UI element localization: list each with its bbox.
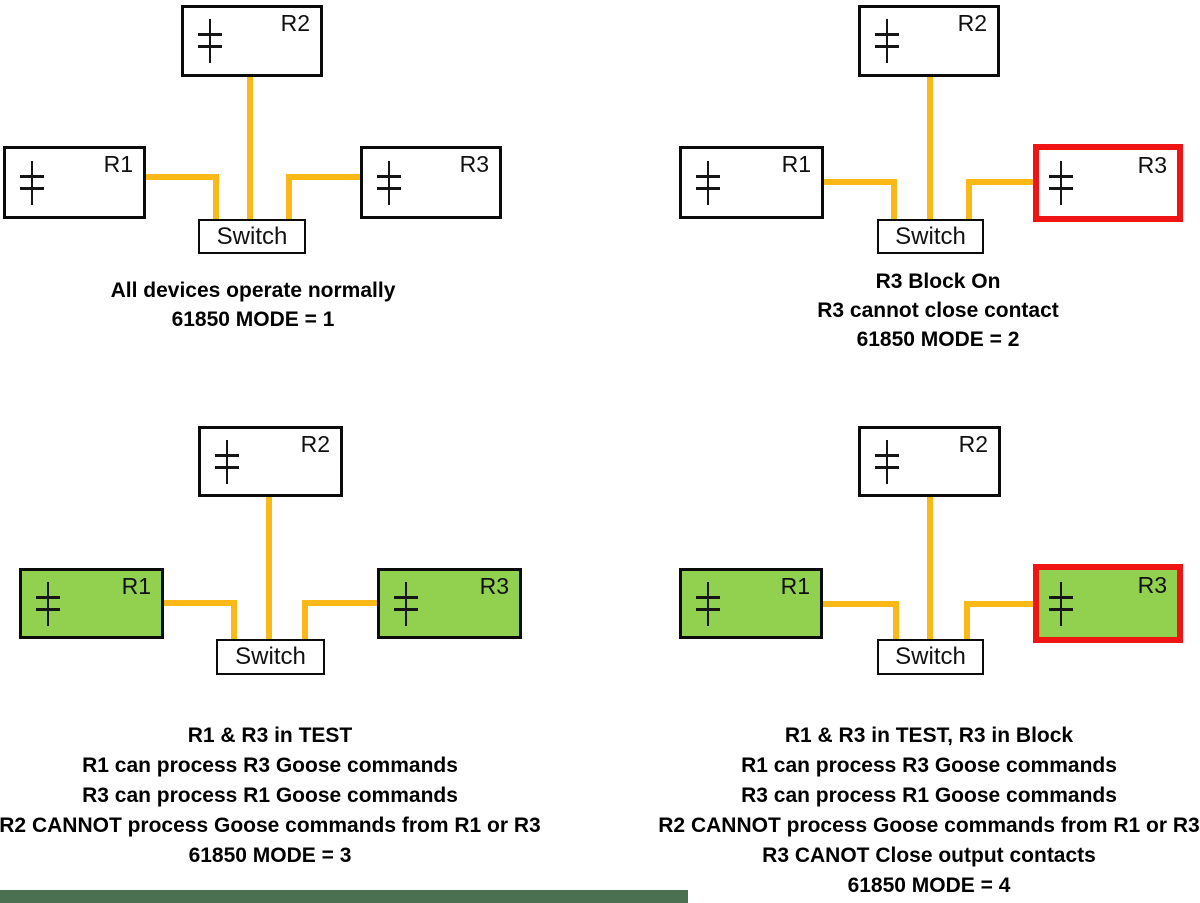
switch-box: Switch: [877, 639, 984, 675]
device-box-r1-test: R1: [679, 568, 823, 639]
device-box-r2: R2: [858, 5, 1000, 77]
wire-r3-switch-h: [286, 174, 362, 180]
caption-line: R3 CANOT Close output contacts: [762, 844, 1096, 867]
caption-line: R1 can process R3 Goose commands: [82, 754, 458, 777]
panel-caption: R1 & R3 in TEST, R3 in Block R1 can proc…: [658, 721, 1199, 901]
panel-caption: R3 Block On R3 cannot close contact 6185…: [817, 267, 1059, 354]
capacitor-icon: [198, 19, 222, 63]
wire-r1-switch-h: [822, 179, 897, 185]
device-label-r3: R3: [1137, 572, 1167, 598]
device-box-r2: R2: [198, 426, 343, 497]
wire-r2-switch: [927, 495, 933, 641]
capacitor-icon: [215, 439, 239, 484]
caption-line: R1 & R3 in TEST: [187, 724, 353, 747]
device-label-r1: R1: [103, 151, 133, 177]
wire-r1-switch-v: [213, 174, 219, 221]
wire-r1-switch-h: [821, 601, 899, 607]
capacitor-icon: [1049, 581, 1073, 626]
device-label-r2: R2: [280, 10, 310, 36]
caption-line: R3 can process R1 Goose commands: [82, 784, 458, 807]
device-box-r2: R2: [181, 5, 323, 77]
wire-r1-switch-v: [893, 601, 899, 641]
panel-caption: R1 & R3 in TEST R1 can process R3 Goose …: [0, 721, 541, 871]
caption-line: All devices operate normally: [110, 279, 396, 302]
wire-r3-switch-v: [964, 601, 970, 641]
caption-line: 61850 MODE = 4: [847, 874, 1011, 897]
wire-r1-switch-v: [231, 600, 237, 641]
wire-r3-switch-v: [302, 600, 308, 641]
switch-box: Switch: [198, 219, 306, 254]
wire-r1-switch-v: [891, 179, 897, 221]
device-box-r3: R3: [360, 146, 502, 219]
device-box-r2: R2: [858, 426, 1001, 497]
device-label-r1: R1: [780, 573, 810, 599]
switch-box: Switch: [877, 219, 984, 254]
device-box-r3-blocked: R3: [1033, 144, 1183, 222]
device-label-r3: R3: [479, 573, 509, 599]
capacitor-icon: [394, 581, 418, 626]
device-label-r3: R3: [1137, 152, 1167, 178]
device-label-r1: R1: [781, 151, 811, 177]
capacitor-icon: [377, 160, 401, 205]
wire-r2-switch: [247, 74, 253, 221]
device-box-r1-test: R1: [19, 568, 164, 639]
switch-label: Switch: [895, 222, 966, 250]
device-box-r1: R1: [679, 146, 824, 219]
bottom-green-strip: [0, 890, 688, 903]
device-label-r2: R2: [958, 431, 988, 457]
wire-r3-switch-h: [966, 179, 1035, 185]
caption-line: R1 & R3 in TEST, R3 in Block: [784, 724, 1074, 747]
wire-r3-switch-h: [964, 601, 1035, 607]
device-box-r1: R1: [3, 146, 146, 219]
capacitor-icon: [20, 160, 44, 205]
capacitor-icon: [1049, 161, 1073, 205]
caption-line: R1 can process R3 Goose commands: [741, 754, 1117, 777]
caption-line: 61850 MODE = 1: [171, 308, 335, 331]
switch-label: Switch: [235, 643, 306, 670]
wire-r3-switch-v: [966, 179, 972, 221]
capacitor-icon: [696, 160, 720, 205]
switch-label: Switch: [895, 643, 966, 670]
wire-r1-switch-h: [162, 600, 237, 606]
capacitor-icon: [696, 581, 720, 626]
device-label-r2: R2: [300, 431, 330, 457]
device-box-r3-test-blocked: R3: [1033, 564, 1183, 643]
wire-r2-switch: [266, 495, 272, 641]
caption-line: R3 Block On: [875, 270, 1001, 293]
caption-line: R3 can process R1 Goose commands: [741, 784, 1117, 807]
wire-r3-switch-h: [302, 600, 379, 606]
caption-line: R3 cannot close contact: [817, 299, 1059, 322]
device-label-r3: R3: [459, 151, 489, 177]
switch-box: Switch: [216, 639, 325, 675]
caption-line: R2 CANNOT process Goose commands from R1…: [658, 814, 1200, 837]
wire-r1-switch-h: [144, 174, 219, 180]
capacitor-icon: [875, 19, 899, 63]
device-label-r1: R1: [121, 573, 151, 599]
capacitor-icon: [36, 581, 60, 626]
switch-label: Switch: [216, 222, 288, 250]
caption-line: 61850 MODE = 3: [188, 844, 352, 867]
device-label-r2: R2: [957, 10, 987, 36]
wire-r2-switch: [927, 74, 933, 221]
caption-line: R2 CANNOT process Goose commands from R1…: [0, 814, 541, 837]
device-box-r3-test: R3: [377, 568, 522, 639]
panel-caption: All devices operate normally 61850 MODE …: [111, 276, 396, 334]
caption-line: 61850 MODE = 2: [856, 328, 1020, 351]
capacitor-icon: [875, 439, 899, 484]
wire-r3-switch-v: [286, 174, 292, 221]
